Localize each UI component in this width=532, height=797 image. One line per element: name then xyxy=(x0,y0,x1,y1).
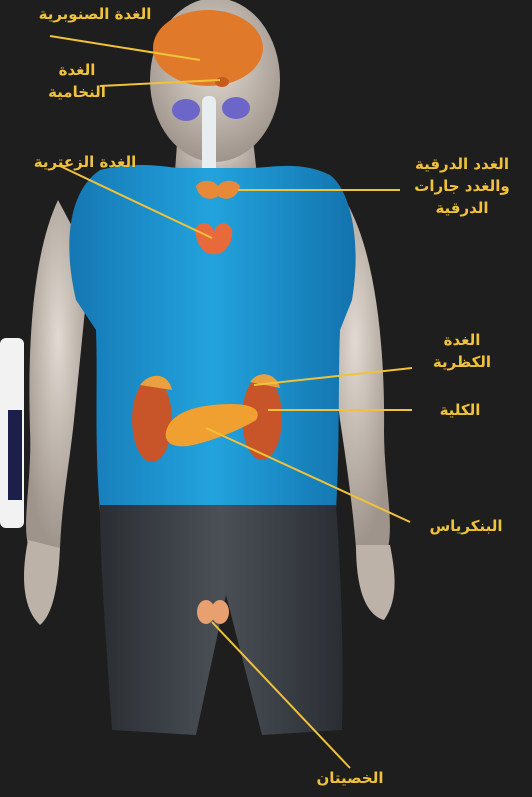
pituitary-organ xyxy=(215,77,229,87)
right-hand xyxy=(356,545,395,620)
label-thyroid-line1: الغدد الدرقية xyxy=(392,154,532,175)
sinus-left xyxy=(172,99,200,121)
label-pituitary-line2: النخامية xyxy=(22,82,132,103)
testis-right xyxy=(211,600,229,624)
label-pituitary-line1: الغدة xyxy=(22,60,132,81)
side-panel-mark xyxy=(8,410,22,500)
label-testes: الخصيتان xyxy=(290,768,410,789)
left-hand xyxy=(24,540,60,625)
label-adrenal-line2: الكظرية xyxy=(402,352,522,373)
label-adrenal-line1: الغدة xyxy=(402,330,522,351)
kidney-left xyxy=(132,378,172,462)
label-pineal: الغدة الصنوبرية xyxy=(10,4,180,25)
label-thyroid-line2: والغدد جارات xyxy=(392,176,532,197)
label-kidney: الكلية xyxy=(410,400,510,421)
label-thyroid-line3: الدرقية xyxy=(392,198,532,219)
shirt xyxy=(69,165,355,512)
label-thymus: الغدة الزعترية xyxy=(0,152,170,173)
label-pancreas: البنكرياس xyxy=(406,516,526,537)
sinus-right xyxy=(222,97,250,119)
